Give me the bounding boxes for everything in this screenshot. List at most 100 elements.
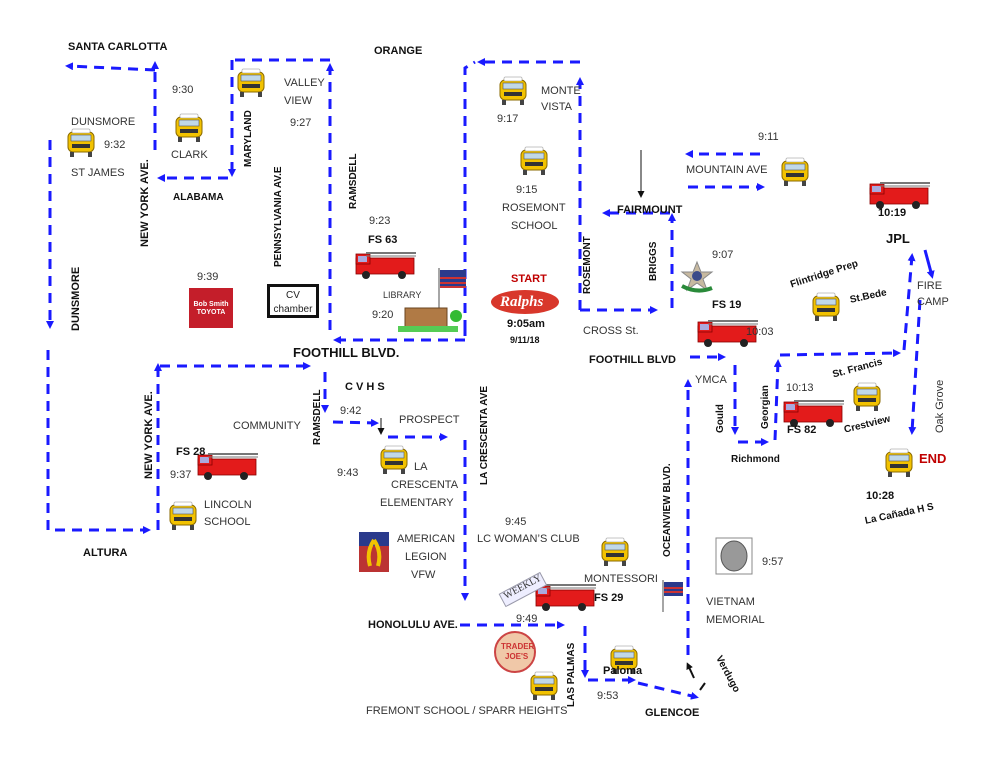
street-mountain: MOUNTAIN AVE	[686, 164, 768, 176]
black-pointer-arrows	[377, 150, 706, 691]
stop-lce-line3: ELEMENTARY	[380, 497, 454, 509]
toyota-brand-text: Bob Smith TOYOTA	[193, 301, 229, 317]
fremont-label: FREMONT SCHOOL / SPARR HEIGHTS	[366, 705, 568, 717]
sheriff-star-icon	[680, 260, 714, 293]
street-foothill-east: FOOTHILL BLVD	[589, 354, 676, 366]
stop-mountain-time: 9:11	[758, 131, 779, 143]
end-label: END	[919, 451, 947, 466]
street-new-york-south: NEW YORK AVE.	[143, 391, 155, 479]
toyota-logo	[189, 288, 233, 328]
street-dunsmore: DUNSMORE	[70, 266, 82, 331]
stop-honolulu-time: 9:49	[516, 613, 538, 625]
fire-truck-icon	[535, 584, 597, 612]
stop-fs82-time: 10:13	[786, 382, 814, 394]
stop-paloma-time: 9:53	[597, 690, 619, 702]
stop-st-james-label: ST JAMES	[71, 167, 125, 179]
stop-valley-view-time: 9:27	[290, 117, 312, 129]
stop-lincoln-line1: LINCOLN	[204, 499, 252, 511]
community-label: COMMUNITY	[233, 420, 301, 432]
jpl-label: JPL	[886, 231, 910, 246]
end-time: 10:28	[866, 490, 895, 502]
flag-icon	[438, 268, 466, 315]
flag-icon	[662, 580, 683, 612]
street-altura: ALTURA	[83, 547, 128, 559]
start-time: 9:05am	[507, 318, 545, 330]
street-new-york-north: NEW YORK AVE.	[139, 159, 151, 247]
street-oceanview: OCEANVIEW BLVD.	[662, 463, 673, 557]
bus-icon	[812, 292, 840, 322]
cv-chamber-box: CV chamber	[267, 284, 319, 318]
street-rosemont: ROSEMONT	[582, 236, 593, 294]
bus-icon	[499, 76, 527, 106]
street-georgian: Georgian	[760, 385, 771, 429]
legion-line1: AMERICAN	[397, 533, 456, 545]
street-pennsylvania: PENNSYLVANIA AV.E	[273, 166, 284, 267]
bus-icon	[380, 445, 408, 475]
police-badge-icon	[715, 537, 753, 575]
fire-camp-line1: FIRE	[917, 280, 943, 292]
bus-icon	[175, 113, 203, 143]
street-maryland: MARYLAND	[243, 110, 254, 167]
stop-fs19-label: FS 19	[712, 299, 742, 311]
street-ramsdell-south: RAMSDELL	[312, 389, 323, 445]
street-la-crescenta: LA CRESCENTA AVE	[479, 385, 490, 485]
street-cross: CROSS St.	[583, 325, 639, 337]
stop-fs63-label: FS 63	[368, 234, 398, 246]
street-alabama: ALABAMA	[173, 192, 224, 203]
stop-rosemont-line2: SCHOOL	[511, 220, 558, 232]
start-date: 9/11/18	[510, 335, 540, 345]
bus-icon	[530, 671, 558, 701]
stop-clark-time: 9:30	[172, 84, 194, 96]
trader-joes-line2: JOE'S	[505, 652, 529, 661]
bus-icon	[601, 537, 629, 567]
street-las-palmas: LAS PALMAS	[566, 642, 577, 707]
route-path	[46, 58, 935, 700]
stop-lce-line2: CRESCENTA	[391, 479, 459, 491]
street-ramsdell-north: RAMSDELL	[348, 153, 359, 209]
street-oak-grove: Oak Grove	[934, 379, 946, 433]
legion-line3: VFW	[411, 569, 436, 581]
ralphs-logo	[491, 290, 559, 314]
stop-dunsmore-label: DUNSMORE	[71, 116, 136, 128]
street-fairmount: FAIRMOUNT	[617, 204, 683, 216]
fire-truck-icon	[197, 453, 259, 481]
stop-fs28-time: 9:37	[170, 469, 192, 481]
stop-lce-time: 9:43	[337, 467, 359, 479]
street-briggs: BRIGGS	[648, 241, 659, 281]
stop-rosemont-time: 9:15	[516, 184, 538, 196]
stop-vietnam-time: 9:57	[762, 556, 784, 568]
weekly-newspaper-icon	[498, 571, 548, 608]
trader-joes-logo	[494, 631, 536, 673]
stop-dunsmore-time: 9:32	[104, 139, 126, 151]
stop-womans-club-time: 9:45	[505, 516, 527, 528]
stop-womans-club-label: LC WOMAN’S CLUB	[477, 533, 580, 545]
stop-monte-vista-line1: MONTE	[541, 85, 581, 97]
bus-icon	[853, 382, 881, 412]
montessori-label: MONTESSORI	[584, 573, 658, 585]
legion-line2: LEGION	[405, 551, 447, 563]
stop-vietnam-line2: MEMORIAL	[706, 614, 765, 626]
trader-joes-line1: TRADER	[501, 642, 535, 651]
stop-valley-view-line2: VIEW	[284, 95, 313, 107]
stop-toyota-time: 9:39	[197, 271, 219, 283]
stop-paloma-label: Paloma	[603, 665, 643, 677]
stop-valley-view-line1: VALLEY	[284, 77, 325, 89]
start-label: START	[511, 273, 547, 285]
bus-icon	[781, 157, 809, 187]
stop-fs19-time: 10:03	[746, 326, 774, 338]
stop-clark-label: CLARK	[171, 149, 208, 161]
stop-sheriff-time: 9:07	[712, 249, 734, 261]
street-foothill-west: FOOTHILL BLVD.	[293, 345, 400, 360]
stop-lce-line1: LA	[414, 461, 428, 473]
street-gould: Gould	[715, 404, 726, 433]
stop-lincoln-line2: SCHOOL	[204, 516, 251, 528]
fire-truck-icon	[355, 252, 417, 280]
stop-library-label: LIBRARY	[383, 290, 422, 300]
stop-vietnam-line1: VIETNAM	[706, 596, 755, 608]
bus-icon	[885, 448, 913, 478]
stop-monte-vista-time: 9:17	[497, 113, 519, 125]
library-building-icon	[398, 307, 462, 332]
stop-rosemont-line1: ROSEMONT	[502, 202, 566, 214]
fire-truck-icon	[869, 182, 931, 210]
